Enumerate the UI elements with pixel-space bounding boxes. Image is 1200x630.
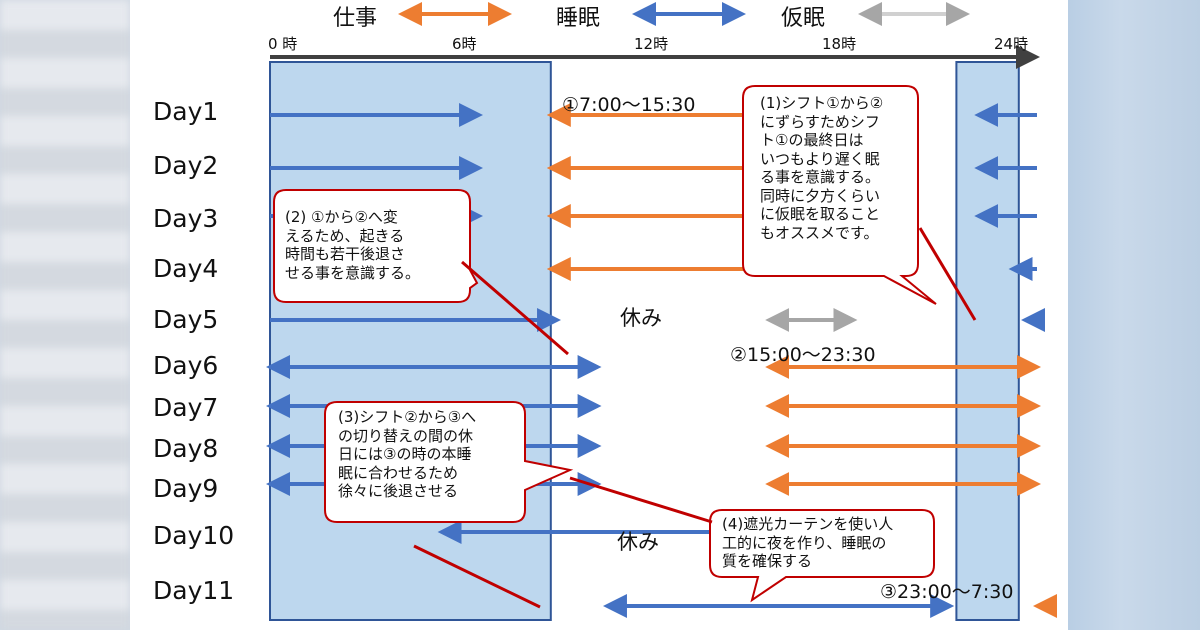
shift-label-2: ②15:00～23:30: [730, 344, 876, 366]
tick-label-0: 0 時: [268, 35, 298, 53]
rest-label-1: 休み: [620, 306, 662, 330]
day-label-5: Day5: [153, 305, 219, 334]
day-label-2: Day2: [153, 151, 219, 180]
day-label-10: Day10: [153, 521, 235, 550]
sleep-zone-2: [955, 61, 1020, 621]
day-label-1: Day1: [153, 97, 219, 126]
callout-bubble-2: [273, 189, 479, 303]
blurred-left-background: [0, 0, 130, 630]
shift-label-1: ①7:00～15:30: [562, 94, 696, 116]
pointer-line-2: [461, 260, 569, 356]
legend-sleep-label: 睡眠: [556, 6, 601, 31]
day-label-8: Day8: [153, 434, 219, 463]
day-label-6: Day6: [153, 351, 219, 380]
tick-label-24: 24時: [994, 35, 1029, 53]
day-label-11: Day11: [153, 576, 235, 605]
pointer-line-1: [918, 227, 977, 321]
callout-bubble-4: [709, 509, 935, 603]
day-label-4: Day4: [153, 254, 219, 283]
callout-text-4: (4)遮光カーテンを使い人 工的に夜を作り、睡眠の 質を確保する: [722, 515, 894, 570]
pointer-line-4: [413, 544, 541, 609]
day-label-3: Day3: [153, 204, 219, 233]
callout-bubble-1: [742, 85, 937, 305]
callout-text-2: (2) ①から②へ変 えるため、起きる 時間も若干後退さ せる事を意識する。: [285, 208, 421, 282]
legend-work-label: 仕事: [333, 6, 378, 31]
day-label-7: Day7: [153, 393, 219, 422]
shift-label-3: ③23:00～7:30: [880, 581, 1014, 603]
tick-label-18: 18時: [822, 35, 857, 53]
sleep-zone-1: [269, 61, 552, 621]
tick-label-12: 12時: [634, 35, 669, 53]
day-label-9: Day9: [153, 474, 219, 503]
tick-label-6: 6時: [452, 35, 477, 53]
pointer-line-3: [569, 476, 713, 524]
callout-text-1: (1)シフト①から② にずらすためシフ ト①の最終日は いつもより遅く眠 る事を…: [760, 94, 884, 242]
rest-label-2: 休み: [617, 530, 659, 554]
blurred-right-background: [1068, 0, 1200, 630]
callout-bubble-3: [324, 401, 574, 523]
callout-text-3: (3)シフト②から③へ の切り替えの間の休 日には③の時の本睡 眠に合わせるため…: [338, 408, 477, 500]
legend-nap-label: 仮眠: [781, 6, 826, 31]
